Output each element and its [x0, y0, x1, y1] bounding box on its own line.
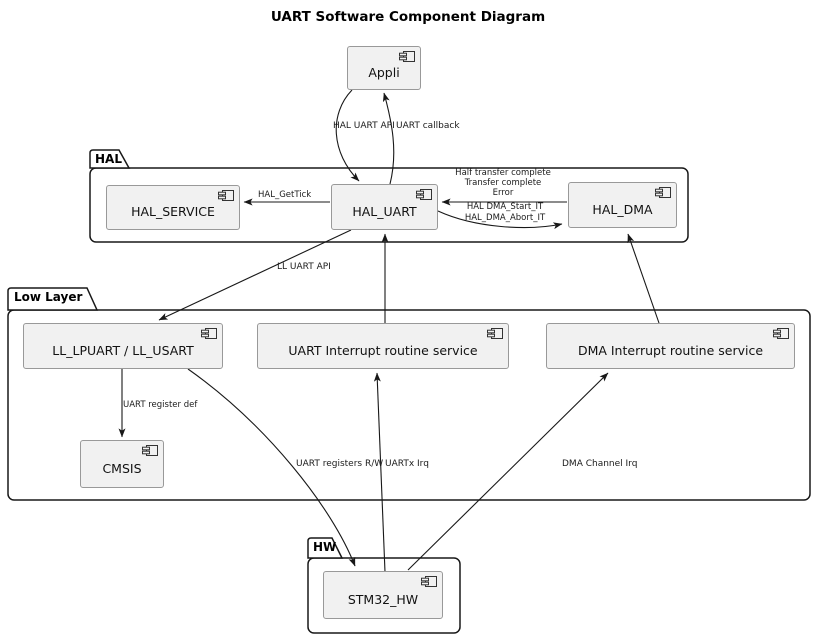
edge-haluart-to-haldma — [437, 210, 563, 230]
component-label: CMSIS — [102, 460, 142, 476]
edge-label-dma-channel-irq: DMA Channel Irq — [562, 459, 638, 469]
component-icon — [416, 189, 432, 200]
component-label: UART Interrupt routine service — [288, 342, 478, 358]
edge-label-uart-registers-rw: UART registers R/W — [296, 459, 384, 469]
component-hal-uart: HAL_UART — [331, 184, 438, 230]
edge-haluart-to-appli — [382, 92, 395, 185]
component-label: HAL_DMA — [592, 201, 653, 217]
component-ll-lpuart-ll-usart: LL_LPUART / LL_USART — [23, 323, 223, 369]
component-hal-dma: HAL_DMA — [568, 182, 677, 228]
component-uart-interrupt-routine-service: UART Interrupt routine service — [257, 323, 509, 369]
package-label-low-layer: Low Layer — [14, 290, 83, 304]
edge-label-uart-register-def: UART register def — [123, 400, 198, 410]
component-icon — [399, 51, 415, 62]
package-label-hal: HAL — [95, 152, 122, 166]
edge-label-dma-calls: HAL DMA_Start_IT HAL_DMA_Abort_IT — [464, 202, 546, 223]
edge-stm32-to-dmairq — [407, 372, 609, 571]
edge-label-ll-uart-api: LL UART API — [277, 262, 331, 272]
component-icon — [201, 328, 217, 339]
component-label: LL_LPUART / LL_USART — [52, 342, 194, 358]
component-hal-service: HAL_SERVICE — [106, 185, 240, 230]
component-appli: Appli — [347, 46, 421, 90]
edge-stm32-to-uartirq — [373, 372, 386, 573]
component-icon — [218, 190, 234, 201]
component-cmsis: CMSIS — [80, 440, 164, 488]
component-icon — [487, 328, 503, 339]
component-label: Appli — [368, 64, 400, 80]
edge-label-hal-gettick: HAL_GetTick — [258, 190, 312, 200]
component-icon — [773, 328, 789, 339]
package-label-hw: HW — [313, 540, 337, 554]
component-label: HAL_SERVICE — [131, 204, 215, 219]
edge-label-hal-uart-api: HAL UART API — [333, 121, 395, 131]
diagram-title: UART Software Component Diagram — [270, 9, 546, 25]
edge-appli-to-haluart — [335, 89, 360, 182]
edge-lluart-to-stm32 — [187, 368, 356, 567]
component-label: DMA Interrupt routine service — [577, 342, 764, 358]
component-label: HAL_UART — [352, 203, 417, 219]
component-dma-interrupt-routine-service: DMA Interrupt routine service — [546, 323, 795, 369]
component-icon — [655, 187, 671, 198]
edge-dmairq-to-haldma — [627, 233, 660, 324]
edge-label-uart-callback: UART callback — [396, 121, 460, 131]
component-label: STM32_HW — [347, 591, 419, 607]
edge-haluart-to-lluart — [158, 229, 352, 321]
edge-label-uartx-irq: UARTx Irq — [385, 459, 429, 469]
component-icon — [142, 445, 158, 456]
edge-label-dma-events: Half transfer complete Transfer complete… — [455, 168, 551, 198]
component-icon — [421, 576, 437, 587]
component-stm32-hw: STM32_HW — [323, 571, 443, 619]
